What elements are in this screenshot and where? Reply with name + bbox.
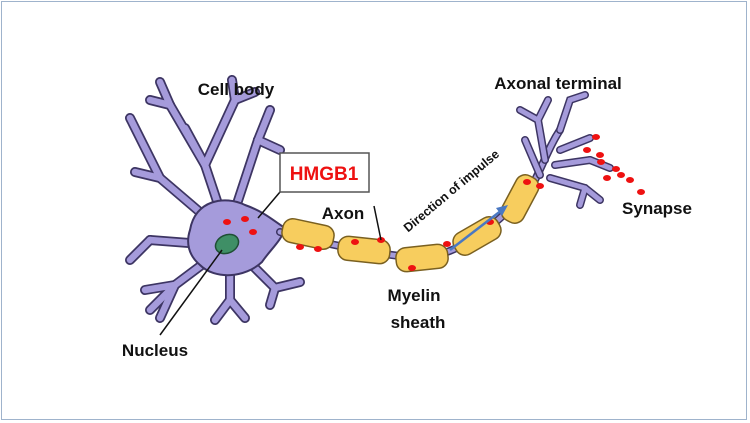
hmgb1-label: HMGB1 bbox=[290, 164, 359, 185]
axon-leader bbox=[373, 205, 382, 241]
hmgb1-leader bbox=[257, 191, 281, 219]
nucleus-label: Nucleus bbox=[122, 341, 188, 360]
myelin-sheath bbox=[281, 174, 540, 273]
myelin-segment bbox=[452, 216, 502, 256]
cell-body-label: Cell body bbox=[198, 80, 275, 99]
dendrites-fill bbox=[126, 76, 304, 324]
impulse-arrow bbox=[449, 209, 503, 251]
myelin-segment bbox=[500, 174, 540, 224]
impulse-arrowhead bbox=[496, 205, 508, 216]
axon-label: Axon bbox=[322, 204, 365, 223]
myelin-segment bbox=[395, 243, 449, 273]
nucleus-leader bbox=[159, 249, 223, 336]
myelin-segment bbox=[281, 217, 335, 251]
nucleus bbox=[214, 233, 240, 255]
hmgb1-box bbox=[279, 152, 370, 193]
myelin-label-line1: Myelin bbox=[388, 286, 441, 305]
synapse-label: Synapse bbox=[622, 199, 692, 218]
myelin-segment bbox=[337, 235, 391, 265]
hmgb1-dots bbox=[223, 134, 645, 271]
axonal-terminal-label: Axonal terminal bbox=[494, 74, 622, 93]
myelin-label-line2: sheath bbox=[391, 313, 446, 332]
